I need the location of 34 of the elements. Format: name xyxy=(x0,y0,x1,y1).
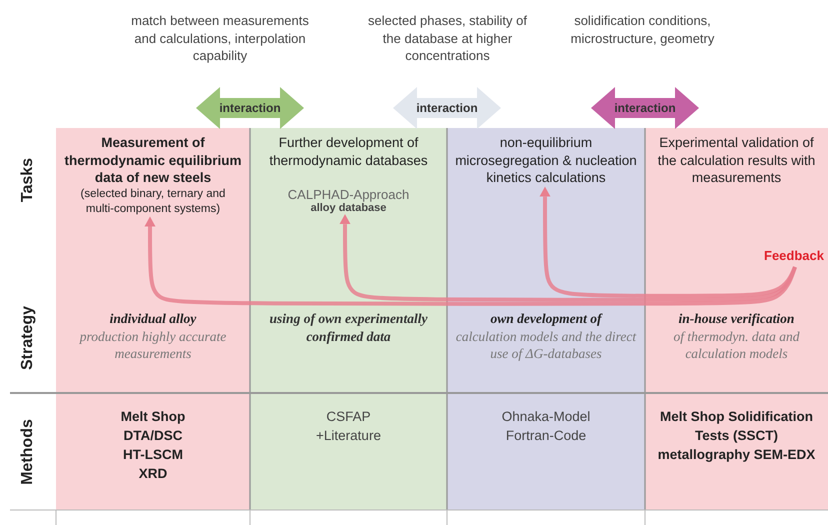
row-heading: Methods xyxy=(18,419,37,485)
task-heading: Further development of thermodynamic databases xyxy=(268,134,429,170)
edge-label: interaction xyxy=(614,101,676,115)
task-note: (selected binary, ternary and multi-component systems) xyxy=(80,186,226,217)
database-text: alloy database xyxy=(310,202,386,214)
edge-label: interaction xyxy=(416,101,478,115)
method-list: CSFAP +Literature xyxy=(308,408,388,446)
strategy-text: own development of xyxy=(490,310,602,328)
interaction-note: selected phases, stability of the database at higher concentrations xyxy=(367,12,528,65)
double-arrow xyxy=(196,87,304,129)
double-arrow xyxy=(393,87,501,129)
strategy-text: in-house verification xyxy=(678,310,794,328)
row-heading: Tasks xyxy=(19,158,38,202)
method-list: Melt Shop DTA/DSC HT-LSCM XRD xyxy=(112,408,194,484)
approach-text: CALPHAD-Approach xyxy=(288,187,410,202)
interaction-note: solidification conditions, microstructure, geometry xyxy=(570,12,716,48)
task-heading: Experimental validation of the calculation results with measurements xyxy=(656,134,816,187)
method-list: Ohnaka-Model Fortran-Code xyxy=(496,408,596,446)
interaction-note: match between measurements and calculations, interpolation capability xyxy=(130,12,310,65)
feedback-arrow xyxy=(340,214,797,302)
strategy-text: production highly accurate measurements xyxy=(78,328,228,363)
feedback-arrow xyxy=(540,186,797,298)
strategy-text: calculation models and the direct use of ΔG-databases xyxy=(455,328,637,363)
row-heading: Strategy xyxy=(19,306,38,370)
strategy-text: of thermodyn. data and calculation models xyxy=(672,328,800,363)
method-list: Melt Shop Solidification Tests (SSCT) metallography SEM-EDX xyxy=(651,408,822,465)
feedback-label: Feedback xyxy=(758,248,824,266)
strategy-text: using of own experimentally confirmed data xyxy=(268,310,428,346)
task-heading: Measurement of thermodynamic equilibrium data of new steels xyxy=(64,134,242,187)
double-arrow xyxy=(591,87,699,129)
feedback-arrow xyxy=(144,216,797,306)
edge-label: interaction xyxy=(219,101,281,115)
strategy-text: individual alloy xyxy=(110,310,196,328)
task-heading: non-equilibrium microsegregation & nucleation kinetics calculations xyxy=(455,134,637,187)
